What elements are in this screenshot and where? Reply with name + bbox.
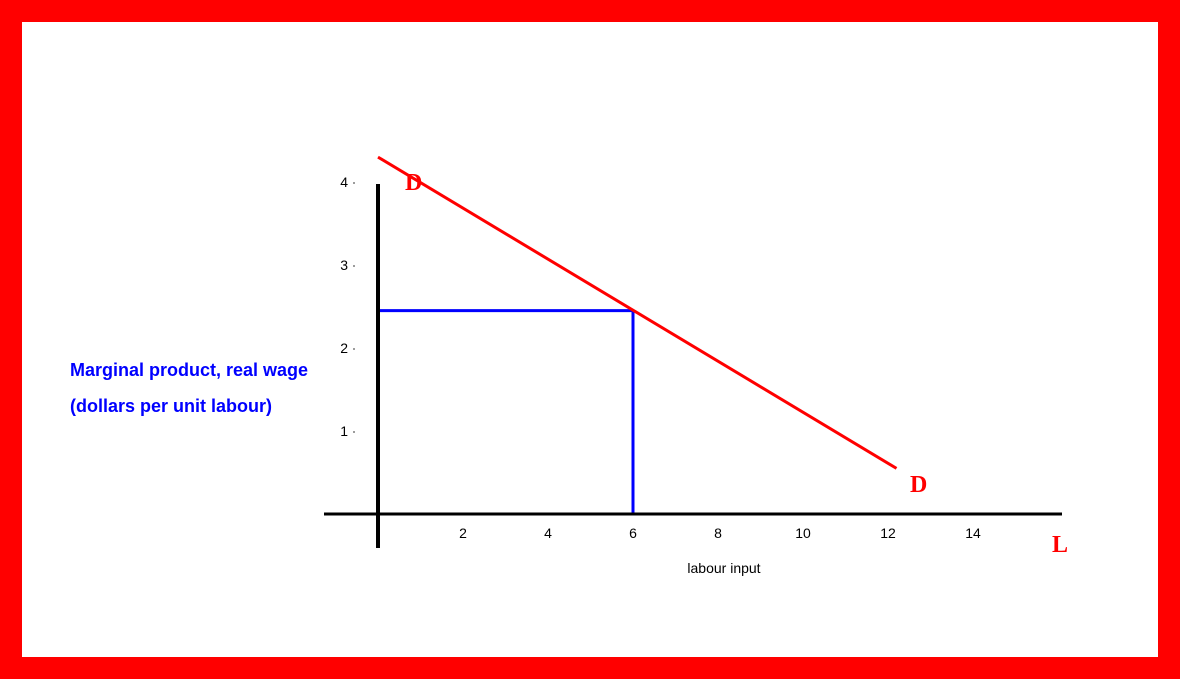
y-axis-label-line-2: (dollars per unit labour) xyxy=(70,396,272,416)
y-tick-label: 1 xyxy=(340,423,348,439)
x-tick-label: 8 xyxy=(714,525,722,541)
y-axis-ticks: 1 2 3 4 xyxy=(340,174,355,439)
x-tick-label: 4 xyxy=(544,525,552,541)
demand-curve-line xyxy=(377,155,898,470)
x-tick-label: 12 xyxy=(880,525,896,541)
y-tick-dot xyxy=(353,265,355,267)
demand-label-start: D xyxy=(405,170,422,196)
x-tick-label: 14 xyxy=(965,525,981,541)
y-tick-dot xyxy=(353,431,355,433)
x-axis-symbol: L xyxy=(1052,532,1068,558)
demand-label-end: D xyxy=(910,472,927,498)
y-axis-label-line-1: Marginal product, real wage xyxy=(70,360,308,380)
y-tick-label: 4 xyxy=(340,174,348,190)
y-tick-dot xyxy=(353,182,355,184)
y-tick-dot xyxy=(353,348,355,350)
x-tick-label: 10 xyxy=(795,525,811,541)
x-axis-label: labour input xyxy=(687,560,760,576)
y-tick-label: 2 xyxy=(340,340,348,356)
x-tick-label: 2 xyxy=(459,525,467,541)
x-axis-ticks: 2 4 6 8 10 12 14 xyxy=(459,525,981,541)
x-tick-label: 6 xyxy=(629,525,637,541)
y-tick-label: 3 xyxy=(340,257,348,273)
